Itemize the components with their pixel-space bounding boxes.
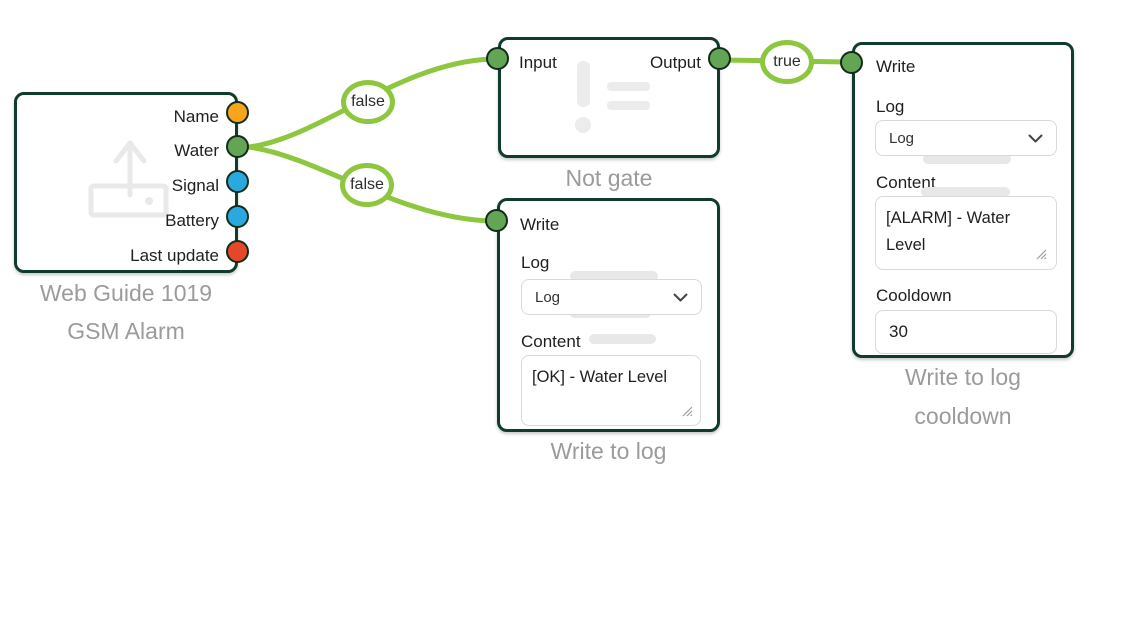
condition-badge-false-1[interactable]: false xyxy=(341,80,395,124)
condition-badge-true[interactable]: true xyxy=(760,40,814,84)
log-field-label: Log xyxy=(876,97,905,116)
condition-badge-label: false xyxy=(350,176,384,193)
port-name[interactable] xyxy=(226,101,249,124)
gsm-alarm-node[interactable]: Name Water Signal Battery Last update xyxy=(14,92,238,273)
port-writelog-write[interactable] xyxy=(485,209,508,232)
port-label-write: Write xyxy=(876,57,916,76)
port-cooldown-write[interactable] xyxy=(840,51,863,74)
skeleton-bar xyxy=(589,334,656,344)
resize-handle-icon[interactable] xyxy=(681,405,693,417)
log-select-value: Log xyxy=(535,288,561,306)
port-battery[interactable] xyxy=(226,205,249,228)
log-select-value: Log xyxy=(889,129,915,147)
content-textarea[interactable]: [ALARM] - Water Level xyxy=(875,196,1057,270)
upload-icon xyxy=(88,140,169,218)
skeleton-bar xyxy=(923,154,1011,164)
port-label-battery: Battery xyxy=(165,211,219,230)
chevron-down-icon xyxy=(673,293,688,301)
skeleton-bar xyxy=(921,187,1010,197)
condition-badge-label: true xyxy=(773,53,801,70)
cooldown-title-line2: cooldown xyxy=(914,403,1012,429)
port-signal[interactable] xyxy=(226,170,249,193)
port-label-output: Output xyxy=(649,53,701,72)
not-gate-node[interactable]: Input Output xyxy=(498,37,720,158)
log-field-label: Log xyxy=(521,253,550,272)
port-label-input: Input xyxy=(519,53,557,72)
content-textarea[interactable]: [OK] - Water Level xyxy=(521,355,701,426)
write-to-log-cooldown-node[interactable]: Write Log Log Content [ALARM] - Water Le… xyxy=(852,42,1074,358)
skeleton-bar xyxy=(570,271,658,281)
port-last-update[interactable] xyxy=(226,240,249,263)
port-notgate-input[interactable] xyxy=(486,47,509,70)
port-water[interactable] xyxy=(226,135,249,158)
cooldown-title-line1: Write to log xyxy=(905,364,1021,390)
resize-handle-icon[interactable] xyxy=(1035,248,1047,260)
port-label-write: Write xyxy=(520,215,560,234)
not-gate-title: Not gate xyxy=(565,165,653,191)
chevron-down-icon xyxy=(1028,134,1043,142)
content-field-label: Content xyxy=(521,332,581,351)
port-notgate-output[interactable] xyxy=(708,47,731,70)
condition-badge-false-2[interactable]: false xyxy=(340,163,394,207)
port-label-last-update: Last update xyxy=(130,246,219,265)
port-label-signal: Signal xyxy=(171,176,219,195)
log-select[interactable]: Log xyxy=(875,120,1057,156)
port-label-name: Name xyxy=(173,107,219,126)
port-label-water: Water xyxy=(174,141,219,160)
condition-badge-label: false xyxy=(351,93,385,110)
gsm-node-title-line2: GSM Alarm xyxy=(67,318,185,344)
cooldown-field-label: Cooldown xyxy=(876,286,952,305)
content-field-label: Content xyxy=(876,173,936,192)
write-to-log-node[interactable]: Write Log Log Content [OK] - Water Level xyxy=(497,198,720,432)
gsm-node-title-line1: Web Guide 1019 xyxy=(39,280,213,306)
not-equal-icon xyxy=(575,61,650,133)
write-to-log-title: Write to log xyxy=(550,438,667,464)
log-select[interactable]: Log xyxy=(521,279,702,315)
cooldown-input[interactable] xyxy=(875,310,1057,354)
